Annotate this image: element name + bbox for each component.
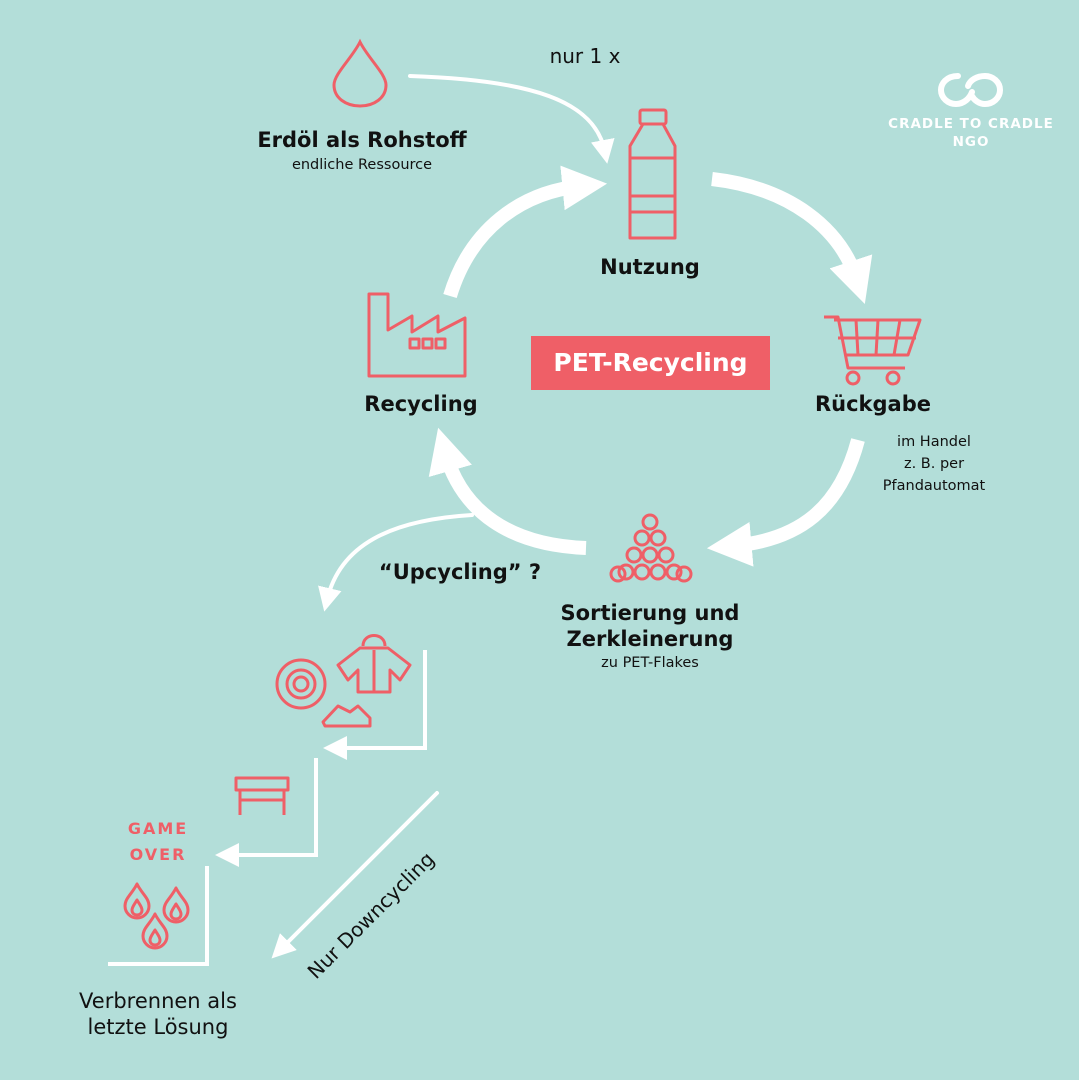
game-over-label: GAME OVER: [108, 816, 208, 868]
arrow-upcycling: [318, 513, 474, 612]
sorting-title-line: Zerkleinerung: [566, 627, 734, 651]
sorting-title: Sortierung und Zerkleinerung: [540, 600, 760, 652]
cycle-arrows: [428, 165, 873, 567]
sorting-subtitle: zu PET-Flakes: [601, 655, 699, 671]
logo-line1: CRADLE TO CRADLE: [888, 116, 1054, 132]
return-subtitle-line: im Handel: [897, 434, 971, 450]
top-note: nur 1 x: [549, 44, 621, 68]
arrow-sorting-to-recycling: [428, 427, 587, 555]
factory-icon: [367, 292, 467, 378]
recycling-title: Recycling: [364, 392, 478, 416]
arrow-recycling-to-usage: [443, 165, 608, 299]
return-subtitle-line: z. B. per: [903, 456, 965, 472]
upcycling-label: “Upcycling” ?: [378, 560, 542, 584]
tire-icon: [275, 658, 327, 710]
arrow-oil-to-usage: [408, 74, 615, 164]
arrow-downcycling: [271, 791, 439, 959]
infinity-icon: [937, 72, 1004, 108]
bench-icon: [234, 776, 290, 815]
shoe-icon: [321, 704, 372, 728]
usage-title: Nutzung: [600, 255, 700, 279]
downcycling-label: Nur Downcycling: [303, 847, 440, 984]
burn-label: Verbrennen als letzte Lösung: [40, 988, 276, 1040]
arrow-return-to-sorting: [706, 438, 865, 567]
shopping-cart-icon: [824, 315, 922, 386]
logo-line2: NGO: [952, 134, 990, 150]
thin-arrows: [271, 74, 615, 959]
center-label: PET-Recycling: [531, 336, 770, 390]
burn-line: letzte Lösung: [87, 1015, 229, 1039]
oil-title: Erdöl als Rohstoff: [257, 128, 467, 152]
oil-drop-icon: [332, 38, 388, 108]
return-title: Rückgabe: [814, 392, 931, 416]
oil-subtitle: endliche Ressource: [291, 157, 433, 173]
game-over-line: OVER: [129, 845, 187, 864]
game-over-line: GAME: [127, 819, 189, 838]
return-subtitle-line: Pfandautomat: [882, 478, 986, 494]
flames-icon: [123, 882, 190, 950]
flakes-pyramid-icon: [609, 513, 693, 583]
jacket-icon: [336, 634, 412, 694]
arrow-usage-to-return: [711, 172, 873, 304]
sorting-title-line: Sortierung und: [560, 601, 740, 625]
burn-line: Verbrennen als: [79, 989, 237, 1013]
return-subtitle: im Handel z. B. per Pfandautomat: [876, 431, 992, 497]
downcycling-staircase: [108, 650, 427, 966]
bottle-icon: [628, 108, 677, 240]
